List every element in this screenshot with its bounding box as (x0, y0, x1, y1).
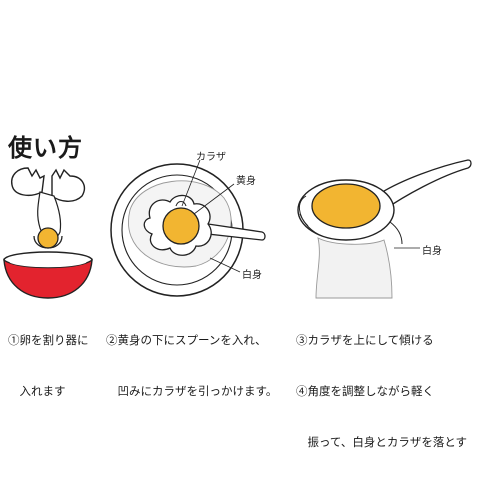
step2-line1: ②黄身の下にスプーンを入れ、 (106, 333, 267, 347)
label-yolk: 黄身 (236, 176, 256, 187)
motion-mark-left2 (299, 195, 309, 227)
step3-line1: ③カラザを上にして傾ける (296, 333, 434, 347)
step3-line2: ④角度を調整しながら軽く (296, 384, 434, 398)
step2-illustration (110, 159, 266, 297)
step3-illustration (297, 159, 472, 299)
bowl-inner (9, 261, 87, 268)
step1-line1: ①卵を割り器に (8, 333, 89, 347)
step1-line2: 入れます (8, 384, 66, 398)
karaza-mark (175, 200, 187, 207)
step1-caption: ①卵を割り器に 入れます (8, 298, 89, 417)
page-title: 使い方 (8, 133, 83, 162)
step3-caption: ③カラザを上にして傾ける ④角度を調整しながら軽く 振って、白身とカラザを落とす (296, 298, 467, 468)
leader-karaza (181, 159, 201, 207)
motion-mark-right (389, 221, 403, 245)
leader-white2 (209, 257, 241, 273)
egg-white-falling (315, 237, 393, 299)
yolk-step1 (37, 227, 59, 249)
spoon-handle-3 (375, 159, 472, 211)
eggshell-left-icon (11, 167, 45, 197)
step3-line3: 振って、白身とカラザを落とす (296, 435, 468, 449)
bowl-body (3, 258, 93, 299)
label-white-step3: 白身 (422, 246, 442, 257)
step2-caption: ②黄身の下にスプーンを入れ、 凹みにカラザを引っかけます。 (106, 298, 277, 417)
label-white-step2: 白身 (242, 270, 262, 281)
yolk-step2 (162, 207, 200, 245)
spoon-handle (207, 223, 266, 241)
leader-yolk (193, 183, 235, 215)
step1-illustration (3, 167, 93, 299)
yolk-step3 (311, 183, 381, 229)
separator-cup (33, 235, 63, 249)
label-karaza: カラザ (196, 152, 226, 163)
eggshell-right-icon (51, 168, 86, 202)
step2-line2: 凹みにカラザを引っかけます。 (106, 384, 278, 398)
